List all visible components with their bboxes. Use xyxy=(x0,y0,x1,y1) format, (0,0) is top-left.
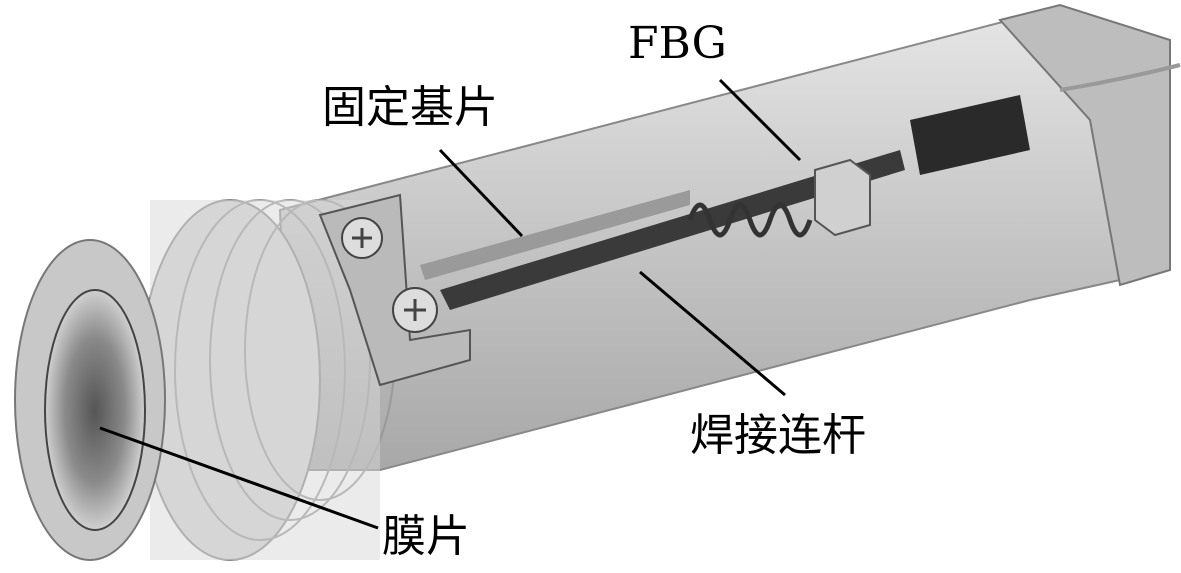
diaphragm xyxy=(44,289,146,531)
leader-lines xyxy=(99,78,802,530)
label-fixed-base: 固定基片 xyxy=(322,82,498,133)
label-fbg: FBG xyxy=(628,18,727,69)
label-welded-rod: 焊接连杆 xyxy=(690,410,866,461)
welded-rod xyxy=(440,150,905,310)
spring xyxy=(687,202,813,238)
label-diaphragm: 膜片 xyxy=(382,511,470,562)
nut xyxy=(814,158,871,237)
end-cap xyxy=(998,3,1171,287)
fiber-holder xyxy=(910,95,1030,175)
